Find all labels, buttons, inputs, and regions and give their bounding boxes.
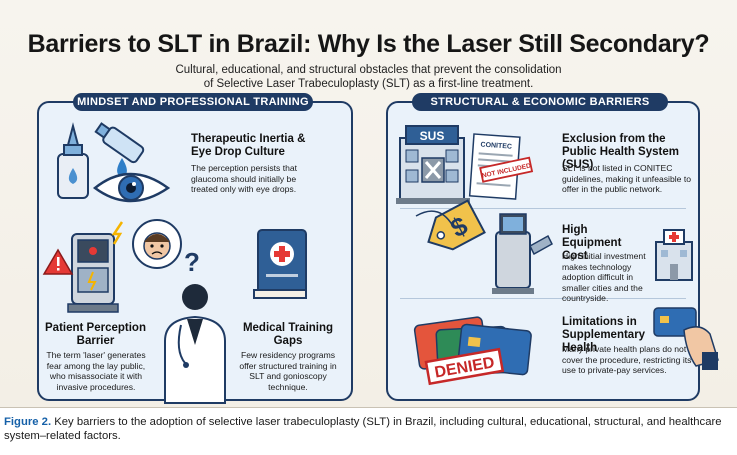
equipment-cost-title: High Equipment Cost xyxy=(562,224,622,262)
patient-perception-text: The term 'laser' generates fear among th… xyxy=(46,350,146,392)
conitec-doc-text: CONITEC xyxy=(480,141,512,150)
question-mark-text: ? xyxy=(184,247,200,277)
figure-caption-text: Key barriers to the adoption of selectiv… xyxy=(4,416,722,442)
equipment-cost-text: High initial investment makes technology… xyxy=(562,251,646,303)
sus-building-icon: SUS CONITEC NOT INCLUDED xyxy=(396,125,534,204)
sus-exclusion-title: Exclusion from the Public Health System … xyxy=(562,133,679,171)
right-divider-2 xyxy=(400,298,686,299)
training-gaps-title: Medical Training Gaps xyxy=(242,322,334,347)
sus-exclusion-text: SLT is not listed in CONITEC guidelines,… xyxy=(562,163,691,194)
inertia-title: Therapeutic Inertia & Eye Drop Culture xyxy=(191,133,306,158)
infographic-title: Barriers to SLT in Brazil: Why Is the La… xyxy=(27,30,710,58)
eye-drops-icon xyxy=(57,122,171,203)
laser-machine-icon xyxy=(42,219,182,313)
structural-economic-header: STRUCTURAL & ECONOMIC BARRIERS xyxy=(412,93,668,111)
figure-caption-label: Figure 2. xyxy=(4,416,52,428)
medical-book-icon xyxy=(253,229,307,299)
doctor-question-icon: ? xyxy=(164,247,226,404)
patient-perception-title: Patient Perception Barrier xyxy=(45,322,146,347)
figure-caption: Figure 2. Key barriers to the adoption o… xyxy=(4,415,733,443)
mindset-training-header: MINDSET AND PROFESSIONAL TRAINING xyxy=(73,93,313,111)
equipment-cost-icon: $ xyxy=(415,199,553,294)
sus-sign-text: SUS xyxy=(420,129,445,143)
denied-cards-icon: DENIED xyxy=(413,316,532,386)
infographic: Barriers to SLT in Brazil: Why Is the La… xyxy=(0,0,737,408)
infographic-subtitle: Cultural, educational, and structural ob… xyxy=(175,64,562,90)
training-gaps-text: Few residency programs offer structured … xyxy=(239,350,337,392)
supplementary-health-text: Many private health plans do not cover t… xyxy=(562,344,692,375)
inertia-text: The perception persists that glaucoma sh… xyxy=(191,163,298,194)
supplementary-health-title: Limitations in Supplementary Health xyxy=(562,316,646,354)
hospital-icon xyxy=(655,229,693,281)
right-divider-1 xyxy=(400,208,686,209)
hand-card-icon xyxy=(653,307,719,370)
